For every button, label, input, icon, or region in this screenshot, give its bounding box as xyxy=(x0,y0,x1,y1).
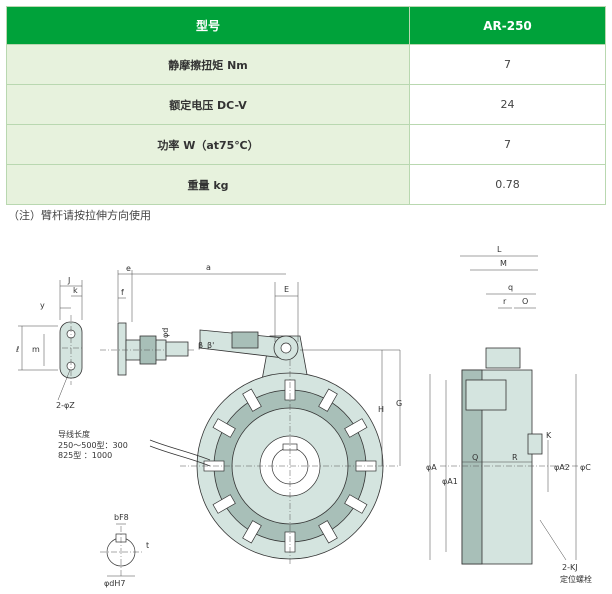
dim-l: ℓ xyxy=(15,345,19,354)
dim-bF8: bF8 xyxy=(114,513,129,522)
dim-Q: Q xyxy=(472,453,478,462)
dim-O: O xyxy=(522,297,528,306)
row-value: 7 xyxy=(409,44,606,85)
dimension-drawing: J k y ℓ m 2-φZ e f a φd xyxy=(15,245,592,588)
row-label: 额定电压 DC-V xyxy=(6,84,410,125)
dim-E: E xyxy=(284,285,289,294)
row-label: 功率 W（at75℃） xyxy=(6,124,410,165)
brake-front-view: E β β' H G 导线长度 250～500型：300 825型 ：1000 xyxy=(58,282,402,566)
dim-M: M xyxy=(500,259,507,268)
lever-side-view: e f a φd xyxy=(100,263,286,376)
dim-k: k xyxy=(73,286,78,295)
arm-end-detail: J k y ℓ m 2-φZ xyxy=(15,276,83,410)
table-header-row: 型号 AR-250 xyxy=(6,6,606,45)
dim-R: R xyxy=(512,453,518,462)
hub-detail: bF8 t φdH7 xyxy=(100,513,149,588)
table-row: 额定电压 DC-V 24 xyxy=(6,84,606,125)
dim-m: m xyxy=(32,345,40,354)
dim-beta-prime: β' xyxy=(207,341,214,350)
positioning-bolt-note: 定位螺栓 xyxy=(560,574,592,584)
dim-beta: β xyxy=(198,341,203,350)
dim-phi-A: φA xyxy=(426,463,437,472)
dim-f: f xyxy=(121,288,124,297)
row-value: 24 xyxy=(409,84,606,125)
row-value: 7 xyxy=(409,124,606,165)
dim-J: J xyxy=(67,276,70,285)
table-row: 功率 W（at75℃） 7 xyxy=(6,124,606,165)
header-model-label: 型号 xyxy=(6,6,410,45)
spec-table: 型号 AR-250 静摩擦扭矩 Nm 7 额定电压 DC-V 24 功率 W（a… xyxy=(6,6,606,205)
row-label: 静摩擦扭矩 Nm xyxy=(6,44,410,85)
row-label: 重量 kg xyxy=(6,164,410,205)
dim-y: y xyxy=(40,301,45,310)
table-row: 静摩擦扭矩 Nm 7 xyxy=(6,44,606,85)
dim-H: H xyxy=(378,405,384,414)
dim-q: q xyxy=(508,283,513,292)
usage-note: （注）臂杆请按拉伸方向使用 xyxy=(8,209,151,222)
dim-phi-dH7: φdH7 xyxy=(104,579,125,588)
dim-a: a xyxy=(206,263,211,272)
lead-length-2: 825型 ：1000 xyxy=(58,451,112,460)
dim-G: G xyxy=(396,399,402,408)
row-value: 0.78 xyxy=(409,164,606,205)
lead-length-1: 250～500型：300 xyxy=(58,441,128,450)
dim-phi-A1: φA1 xyxy=(442,477,458,486)
dim-K: K xyxy=(546,431,552,440)
brake-side-view: L M q r O K Q R φA φA1 φA2 φC 2-KJ 定位螺栓 xyxy=(426,245,592,584)
dim-2-KJ: 2-KJ xyxy=(562,563,578,572)
dim-2-phiZ: 2-φZ xyxy=(56,401,75,410)
dim-L: L xyxy=(497,245,502,254)
dim-phi-A2: φA2 xyxy=(554,463,570,472)
dim-phi-C: φC xyxy=(580,463,591,472)
dim-phi-d: φd xyxy=(161,328,170,338)
header-model-value: AR-250 xyxy=(409,6,606,45)
lead-title: 导线长度 xyxy=(58,429,90,439)
dim-t: t xyxy=(146,541,149,550)
dim-r: r xyxy=(503,297,507,306)
table-row: 重量 kg 0.78 xyxy=(6,164,606,205)
dim-e: e xyxy=(126,264,131,273)
